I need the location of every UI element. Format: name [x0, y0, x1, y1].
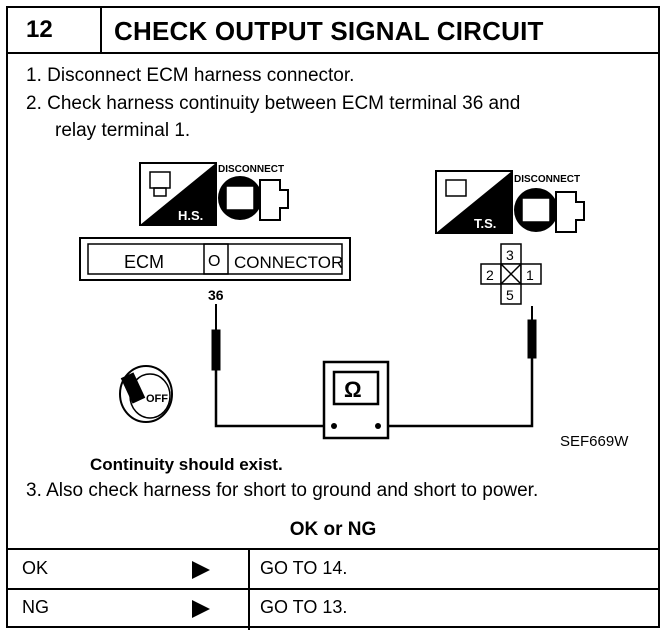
disconnect-label-right: DISCONNECT [514, 174, 580, 185]
result-action-ng: GO TO 13. [260, 597, 348, 617]
result-title: OK or NG [289, 519, 377, 540]
procedure-title: CHECK OUTPUT SIGNAL CIRCUIT [114, 16, 544, 46]
relay-terminal-1: 1 [526, 267, 534, 283]
ts-label: T.S. [474, 216, 496, 231]
result-divider-middle [8, 588, 658, 590]
relay-terminal-2: 2 [486, 267, 494, 283]
disconnect-connector-icon-right: DISCONNECT [514, 174, 585, 233]
step-2-text: 2. Check harness continuity between ECM … [26, 93, 521, 114]
result-divider-top [8, 548, 658, 550]
test-leads [211, 304, 537, 428]
harness-side-icon: H.S. [139, 162, 217, 226]
result-status-ng: NG [22, 597, 49, 617]
arrow-icon [192, 561, 210, 579]
ohm-symbol: Ω [344, 377, 362, 402]
terminal-side-icon: T.S. [435, 170, 513, 234]
step-number: 12 [8, 8, 102, 52]
procedure-frame: 12 CHECK OUTPUT SIGNAL CIRCUIT 1. Discon… [6, 6, 660, 630]
relay-connector: 3 2 1 5 [480, 243, 542, 305]
relay-terminal-5: 5 [506, 287, 514, 303]
result-status-ok: OK [22, 558, 49, 578]
relay-terminal-3: 3 [506, 247, 514, 263]
step-2-continuation: relay terminal 1. [55, 120, 191, 141]
ignition-key-icon: OFF [119, 365, 173, 423]
key-off-label: OFF [146, 393, 168, 405]
arrow-icon [192, 600, 210, 618]
continuity-note: Continuity should exist. [90, 455, 283, 474]
figure-code: SEF669W [560, 433, 629, 450]
connector-label: CONNECTOR [234, 253, 343, 272]
connector-o-label: O [208, 253, 220, 270]
result-action-ok: GO TO 14. [260, 558, 348, 578]
terminal-36-label: 36 [208, 287, 224, 303]
disconnect-label-left: DISCONNECT [218, 164, 284, 175]
step-1-text: 1. Disconnect ECM harness connector. [26, 65, 355, 86]
procedure-header: 12 CHECK OUTPUT SIGNAL CIRCUIT [8, 8, 658, 54]
hs-label: H.S. [178, 208, 203, 223]
continuity-diagram: H.S. DISCONNECT T.S. DISCONNECT [79, 162, 629, 450]
step-3-text: 3. Also check harness for short to groun… [26, 480, 539, 501]
disconnect-connector-icon-left: DISCONNECT [218, 164, 289, 221]
ecm-connector: ECM O CONNECTOR 36 [79, 237, 351, 303]
ohmmeter: Ω [322, 360, 390, 440]
ecm-label: ECM [124, 252, 164, 272]
